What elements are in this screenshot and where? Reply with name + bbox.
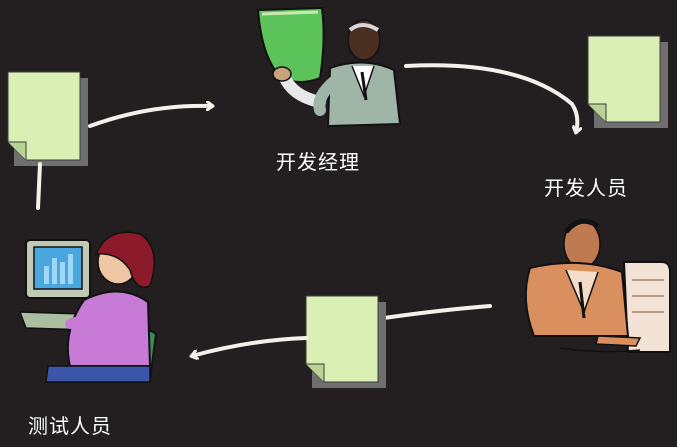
document-icon xyxy=(7,71,88,166)
flow-arrow xyxy=(88,106,212,128)
tester-label: 测试人员 xyxy=(28,414,112,438)
document-icon xyxy=(305,295,386,388)
developer-clipart xyxy=(524,218,671,353)
flow-connector xyxy=(382,304,492,320)
dev-manager-clipart xyxy=(256,6,402,128)
tester-clipart xyxy=(18,231,158,383)
dev-manager-label: 开发经理 xyxy=(276,150,360,174)
flow-arrow xyxy=(404,63,577,132)
flow-connector xyxy=(36,162,42,210)
flow-arrow xyxy=(192,336,308,356)
developer-label: 开发人员 xyxy=(544,176,628,200)
document-icon xyxy=(587,35,668,128)
